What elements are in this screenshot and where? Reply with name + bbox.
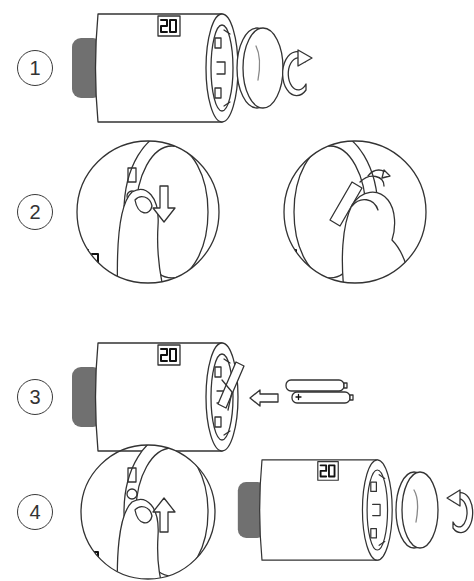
step-number: 3 bbox=[29, 387, 40, 407]
step-number: 4 bbox=[29, 502, 40, 522]
magnified-view bbox=[80, 434, 220, 581]
thermostat bbox=[238, 460, 392, 560]
battery-cover bbox=[396, 472, 438, 548]
batteries bbox=[286, 380, 353, 403]
rotate-arrow bbox=[283, 50, 312, 96]
step-number: 1 bbox=[29, 58, 40, 78]
thermostat bbox=[72, 14, 238, 122]
step-number-circle: 3 bbox=[17, 379, 53, 415]
rotate-arrow bbox=[447, 490, 473, 533]
magnified-view bbox=[77, 132, 220, 300]
magnified-view bbox=[282, 132, 426, 300]
step-number: 2 bbox=[29, 202, 40, 222]
open-battery-compartment bbox=[218, 362, 244, 410]
arrow bbox=[250, 390, 278, 406]
step-number-circle: 1 bbox=[17, 50, 53, 86]
step-number-circle: 2 bbox=[17, 194, 53, 230]
thermostat bbox=[72, 343, 238, 451]
battery-cover bbox=[237, 28, 283, 108]
step-number-circle: 4 bbox=[17, 494, 53, 530]
